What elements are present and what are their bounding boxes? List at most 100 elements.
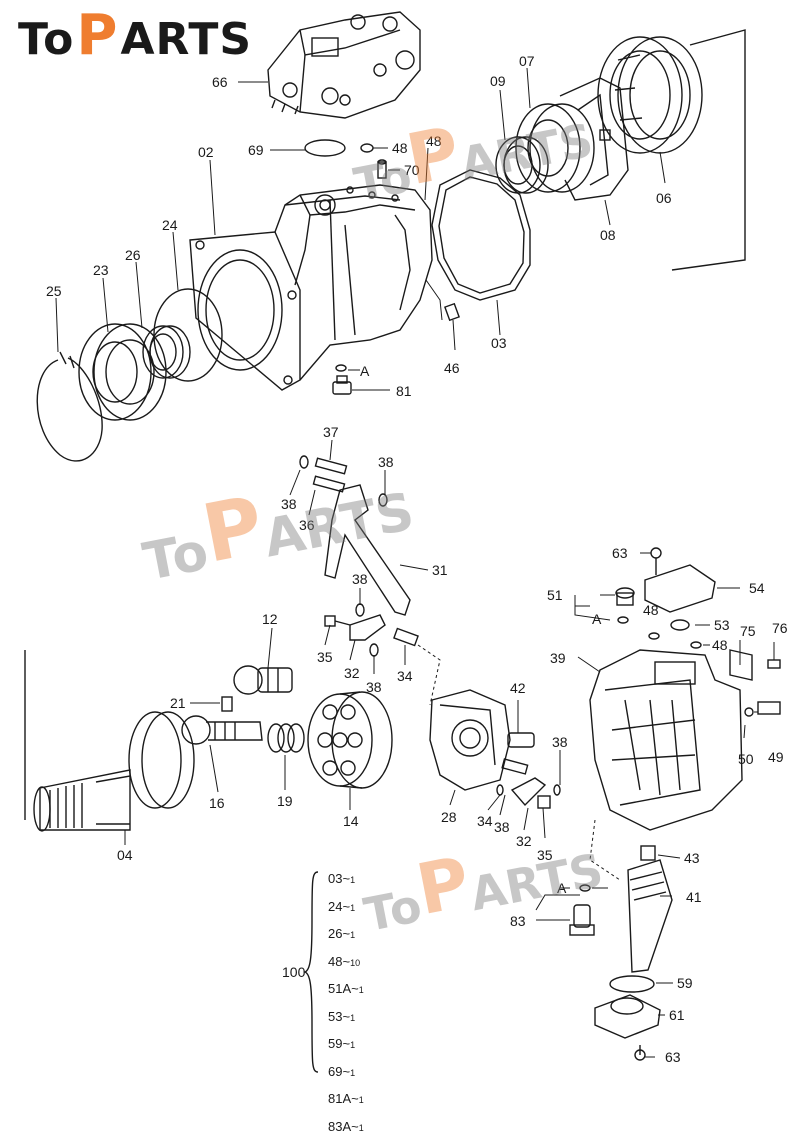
- kit-item-part: 69: [328, 1064, 342, 1079]
- logo-text-arts: ARTS: [120, 18, 252, 62]
- part-12-bush: [234, 666, 292, 694]
- part-28-valve-plate: [430, 690, 510, 790]
- callout-38: 38: [366, 679, 382, 695]
- part-48-o-ring: [361, 144, 373, 152]
- part-39-end-cover: [590, 650, 742, 830]
- kit-item-separator: ~: [342, 871, 350, 886]
- kit-item-part: 51A: [328, 981, 351, 996]
- part-66-valve-block: [268, 12, 420, 118]
- kit-item-part: 83A: [328, 1119, 351, 1134]
- callout-59: 59: [677, 975, 693, 991]
- kit-item: 59~1: [328, 1031, 398, 1059]
- callout-A: A: [360, 363, 370, 379]
- callout-76: 76: [772, 620, 788, 636]
- part-51-plug: [616, 588, 634, 605]
- part-16-center-shaft: [182, 716, 262, 744]
- part-A-o-ring-top: [336, 365, 346, 371]
- kit-item-part: 03: [328, 871, 342, 886]
- callout-02: 02: [198, 144, 214, 160]
- kit-item-part: 53: [328, 1009, 342, 1024]
- callout-19: 19: [277, 793, 293, 809]
- callout-63: 63: [665, 1049, 681, 1065]
- part-32-link: [350, 615, 385, 640]
- kit-item-separator: ~: [342, 1064, 350, 1079]
- logo-text-to: To: [18, 18, 74, 62]
- kit-item-qty: 1: [350, 875, 355, 885]
- part-14-cylinder-block: [308, 692, 392, 788]
- callout-53: 53: [714, 617, 730, 633]
- callout-31: 31: [432, 562, 448, 578]
- callout-21: 21: [170, 695, 186, 711]
- part-75-plate: [730, 650, 752, 680]
- part-63-screw-bottom: [635, 1045, 645, 1060]
- part-A-o-ring-bot: [580, 885, 590, 891]
- callout-75: 75: [740, 623, 756, 639]
- callout-03: 03: [491, 335, 507, 351]
- part-42-plug: [508, 733, 534, 747]
- callout-49: 49: [768, 749, 784, 765]
- part-38-clip-c: [356, 604, 364, 616]
- part-38-clip-d: [370, 644, 378, 656]
- part-59-o-ring: [610, 976, 654, 992]
- part-76-screw: [768, 660, 780, 668]
- brand-logo: To P ARTS: [18, 14, 252, 62]
- callout-61: 61: [669, 1007, 685, 1023]
- kit-item-separator: ~: [342, 954, 350, 969]
- callout-48: 48: [426, 133, 442, 149]
- callout-34: 34: [477, 813, 493, 829]
- part-81-plug: [333, 376, 351, 394]
- kit-item-qty: 1: [359, 1095, 364, 1105]
- kit-item-separator: ~: [342, 1009, 350, 1024]
- callout-38: 38: [378, 454, 394, 470]
- kit-item: 03~1: [328, 866, 398, 894]
- kit-item-qty: 1: [359, 985, 364, 995]
- part-48-o-ring-c: [649, 633, 659, 639]
- part-04-drive-shaft: [25, 650, 194, 831]
- kit-item: 51A~1: [328, 976, 398, 1004]
- callout-83: 83: [510, 913, 526, 929]
- part-43-plug: [641, 846, 655, 860]
- callout-A: A: [592, 611, 602, 627]
- callout-38: 38: [281, 496, 297, 512]
- callout-A: A: [557, 880, 567, 896]
- kit-item-separator: ~: [351, 981, 359, 996]
- kit-item: 48~10: [328, 949, 398, 977]
- part-37-pin: [313, 458, 346, 491]
- exploded-parts-diagram: 66 69 48 48 70 02 24 26 23 25 09 07 06 0…: [0, 0, 800, 1081]
- callout-35: 35: [317, 649, 333, 665]
- callout-38: 38: [352, 571, 368, 587]
- kit-item-separator: ~: [351, 1119, 359, 1134]
- part-19-spring: [268, 724, 304, 752]
- callout-36: 36: [299, 517, 315, 533]
- callout-09: 09: [490, 73, 506, 89]
- kit-item-qty: 1: [350, 1013, 355, 1023]
- kit-item-separator: ~: [351, 1091, 359, 1106]
- part-38-clip-b: [379, 494, 387, 506]
- callout-37: 37: [323, 424, 339, 440]
- callout-41: 41: [686, 889, 702, 905]
- kit-item-separator: ~: [342, 926, 350, 941]
- callout-labels: 66 69 48 48 70 02 24 26 23 25 09 07 06 0…: [46, 53, 788, 1065]
- callout-69: 69: [248, 142, 264, 158]
- part-63-screw-top: [651, 548, 661, 575]
- callout-32: 32: [516, 833, 532, 849]
- part-02-housing: [190, 185, 432, 390]
- kit-item: 83A~1: [328, 1114, 398, 1141]
- callout-07: 07: [519, 53, 535, 69]
- kit-item-qty: 1: [350, 903, 355, 913]
- callout-28: 28: [441, 809, 457, 825]
- part-24-snap-ring: [154, 289, 222, 381]
- callout-06: 06: [656, 190, 672, 206]
- part-25-retaining-ring: [37, 352, 102, 461]
- callout-48: 48: [712, 637, 728, 653]
- kit-list: 100: [282, 964, 306, 980]
- part-35-bolt: [325, 616, 350, 626]
- callout-48: 48: [643, 602, 659, 618]
- callout-42: 42: [510, 680, 526, 696]
- kit-item: 53~1: [328, 1004, 398, 1032]
- callout-04: 04: [117, 847, 133, 863]
- callout-08: 08: [600, 227, 616, 243]
- callout-25: 25: [46, 283, 62, 299]
- kit-item-separator: ~: [342, 899, 350, 914]
